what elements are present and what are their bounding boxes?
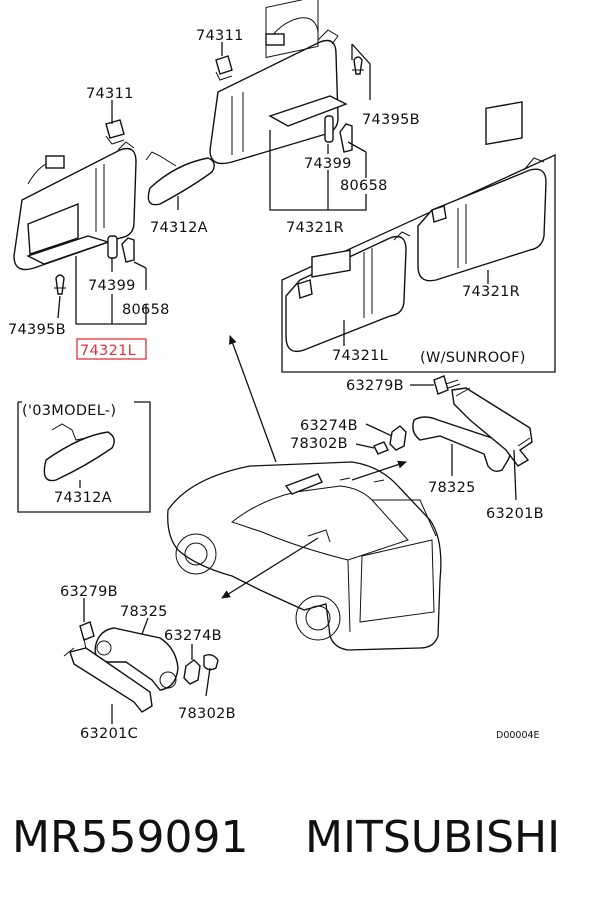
label-grip-lower: 78325 bbox=[120, 604, 168, 620]
holder-left bbox=[107, 235, 135, 263]
label-cover-right: 80658 bbox=[340, 178, 388, 194]
label-screw-right: 74395B bbox=[362, 112, 420, 128]
model-03-box bbox=[17, 401, 151, 513]
rear-view-mirror-03 bbox=[43, 423, 115, 482]
label-bracket-lower: 63201C bbox=[80, 726, 138, 742]
bracket-upper bbox=[451, 387, 533, 467]
sun-visor-right-sunroof bbox=[417, 101, 547, 282]
label-cover-left: 80658 bbox=[122, 302, 170, 318]
label-holder-right: 74399 bbox=[304, 156, 352, 172]
brand-name: MITSUBISHI bbox=[305, 812, 561, 863]
label-mirror-03: 74312A bbox=[54, 490, 112, 506]
label-visor-r-a: 74321R bbox=[286, 220, 344, 236]
label-bracket-upper: 63201B bbox=[486, 506, 544, 522]
sun-visor-right-top bbox=[209, 0, 348, 165]
label-sunroof-note: (W/SUNROOF) bbox=[420, 350, 526, 366]
screw-left bbox=[54, 274, 66, 295]
label-visor-left-clip: 74311 bbox=[86, 86, 134, 102]
grip-upper bbox=[412, 416, 511, 473]
leader-lines bbox=[57, 42, 517, 724]
rear-view-mirror-upper bbox=[145, 151, 215, 206]
sun-visor-left-sunroof bbox=[285, 231, 411, 353]
bolt-upper bbox=[433, 375, 461, 395]
bracket-lower bbox=[63, 647, 153, 713]
label-plug-lower: 78302B bbox=[178, 706, 236, 722]
label-model-note: ('03MODEL-) bbox=[22, 403, 116, 419]
vehicle-outline bbox=[167, 461, 442, 651]
plug-lower bbox=[203, 653, 219, 671]
label-visor-right-clip: 74311 bbox=[196, 28, 244, 44]
label-holder-left: 74399 bbox=[88, 278, 136, 294]
label-visor-l-highlight: 74321L bbox=[80, 343, 136, 359]
holder-right bbox=[324, 115, 353, 153]
parts-diagram: 74311 74395B 74311 74399 80658 74312A 74… bbox=[8, 0, 556, 742]
label-plug-upper: 78302B bbox=[290, 436, 348, 452]
part-number: MR559091 bbox=[12, 812, 249, 863]
bolt-lower bbox=[79, 621, 95, 651]
footer: MR559091 MITSUBISHI bbox=[0, 800, 600, 880]
label-grip-upper: 78325 bbox=[428, 480, 476, 496]
plug-upper bbox=[373, 441, 389, 455]
clip-left bbox=[105, 119, 125, 145]
label-cap-upper: 63274B bbox=[300, 418, 358, 434]
label-cap-lower: 63274B bbox=[164, 628, 222, 644]
label-diagram-code: D00004E bbox=[496, 730, 540, 741]
cap-lower bbox=[183, 659, 201, 685]
sun-visor-left-top bbox=[13, 141, 137, 271]
highlight-box bbox=[76, 338, 147, 360]
label-screw-left: 74395B bbox=[8, 322, 66, 338]
label-mirror-upper: 74312A bbox=[150, 220, 208, 236]
screw-right bbox=[352, 56, 364, 75]
cap-upper bbox=[389, 425, 407, 451]
label-visor-l-sunroof: 74321L bbox=[332, 348, 388, 364]
label-bolt-lower: 63279B bbox=[60, 584, 118, 600]
label-visor-r-b: 74321R bbox=[462, 284, 520, 300]
label-bolt-upper: 63279B bbox=[346, 378, 404, 394]
